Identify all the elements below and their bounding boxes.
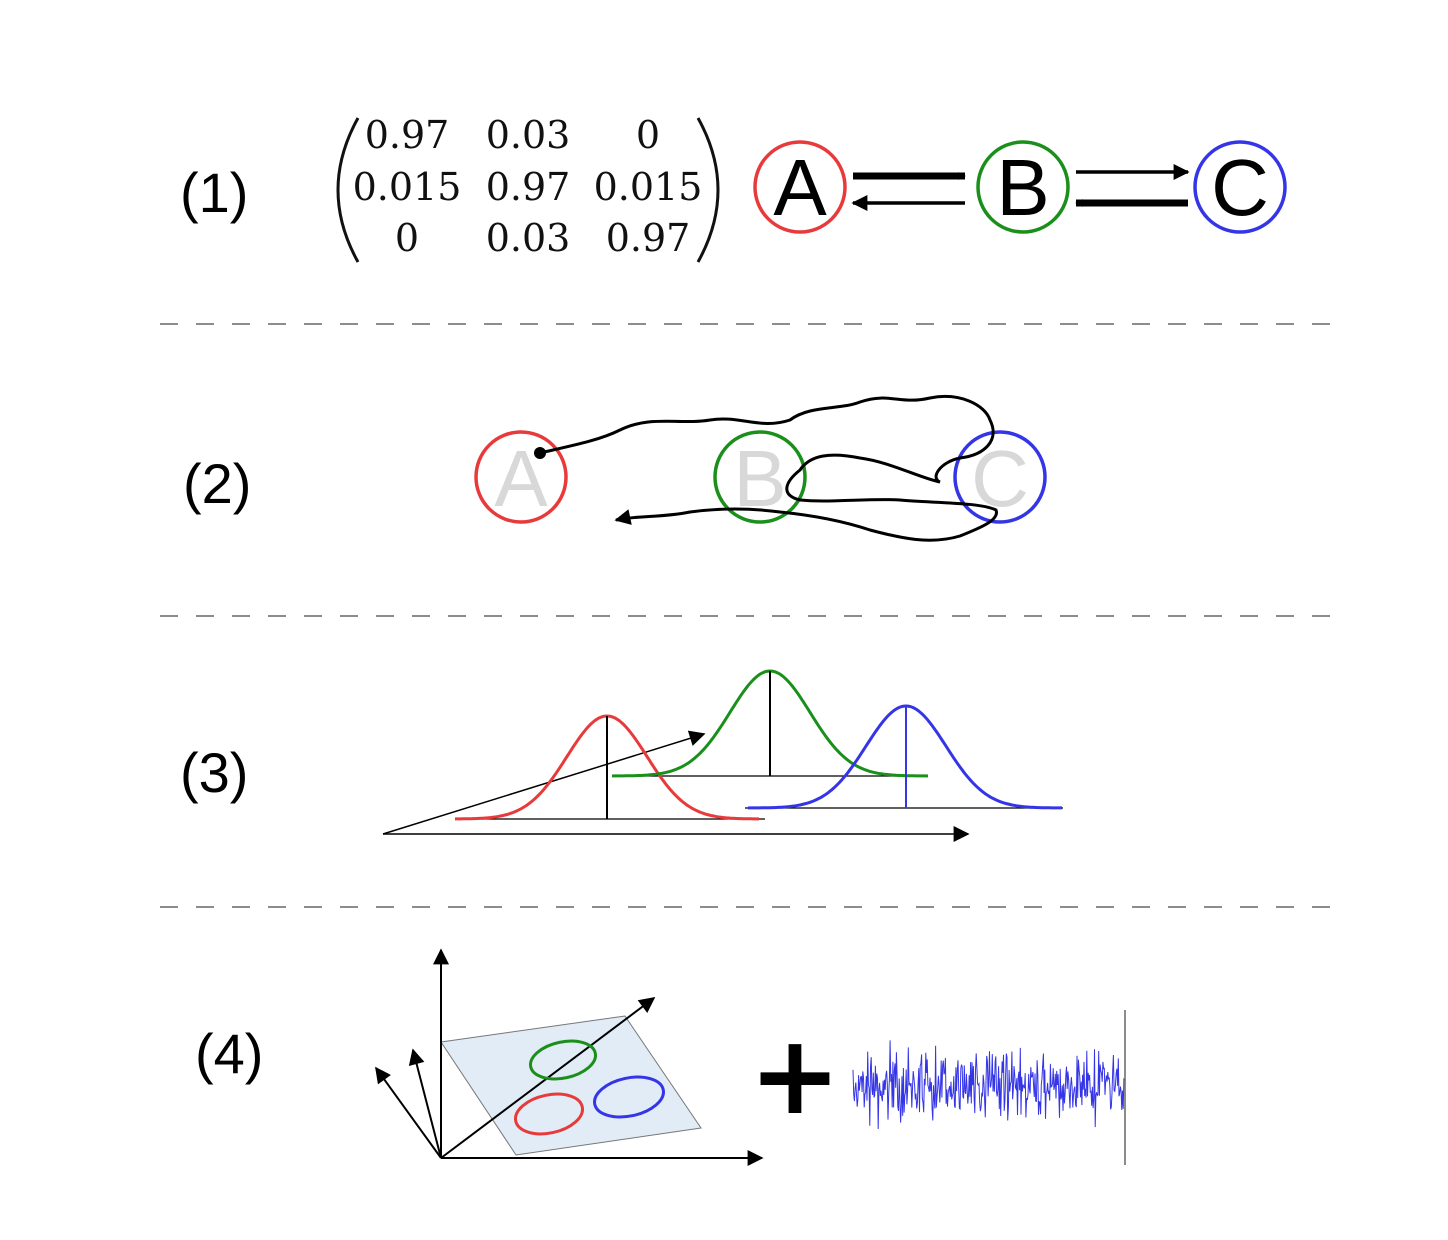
matrix-cell: 0 <box>395 216 419 260</box>
projection-plane <box>440 1015 702 1156</box>
trajectory-state-b <box>713 430 807 524</box>
panel-label-2: (2) <box>183 452 251 515</box>
panel-label-3: (3) <box>180 741 248 804</box>
matrix-cell: 0.97 <box>365 113 450 157</box>
state-a-label: A <box>773 143 827 232</box>
trajectory-path <box>539 395 998 542</box>
trajectory-state-a <box>474 430 568 524</box>
projection-panel: + <box>375 948 1126 1166</box>
axis-extra-2 <box>375 1066 442 1159</box>
matrix-cell: 0.03 <box>486 113 571 157</box>
trajectory-start-dot <box>534 447 546 459</box>
matrix-cell: 0.015 <box>594 165 703 209</box>
emission-gaussians <box>382 669 1063 842</box>
plus-sign: + <box>749 1011 841 1139</box>
matrix-cell: 0.015 <box>353 165 462 209</box>
matrix-cell: 0.03 <box>486 216 571 260</box>
cluster-ellipse-b <box>529 1039 597 1081</box>
trajectory-panel: A B C <box>474 395 1047 542</box>
matrix-left-paren <box>336 117 360 263</box>
state-c-circle <box>1193 140 1287 234</box>
trajectory-state-c <box>953 430 1047 524</box>
panel-label-1: (1) <box>180 161 248 224</box>
state-a-circle <box>753 140 847 234</box>
axis-depth <box>382 730 706 835</box>
matrix-cell: 0.97 <box>606 216 691 260</box>
transition-matrix: 0.97 0.03 0 0.015 0.97 0.015 0 0.03 0.97 <box>336 113 720 263</box>
matrix-cell: 0 <box>636 113 660 157</box>
noise-signal <box>852 1040 1125 1130</box>
state-b-label: B <box>996 143 1049 232</box>
state-graph: A B C <box>753 140 1287 234</box>
panel-label-4: (4) <box>195 1022 263 1085</box>
matrix-cell: 0.97 <box>486 165 571 209</box>
state-b-circle <box>976 140 1070 234</box>
matrix-right-paren <box>696 117 720 263</box>
axis-extra-1 <box>408 1048 442 1159</box>
trajectory-label-c: C <box>971 434 1029 523</box>
cluster-ellipse-c <box>593 1075 665 1119</box>
cluster-ellipse-a <box>514 1092 584 1136</box>
state-c-label: C <box>1211 143 1269 232</box>
